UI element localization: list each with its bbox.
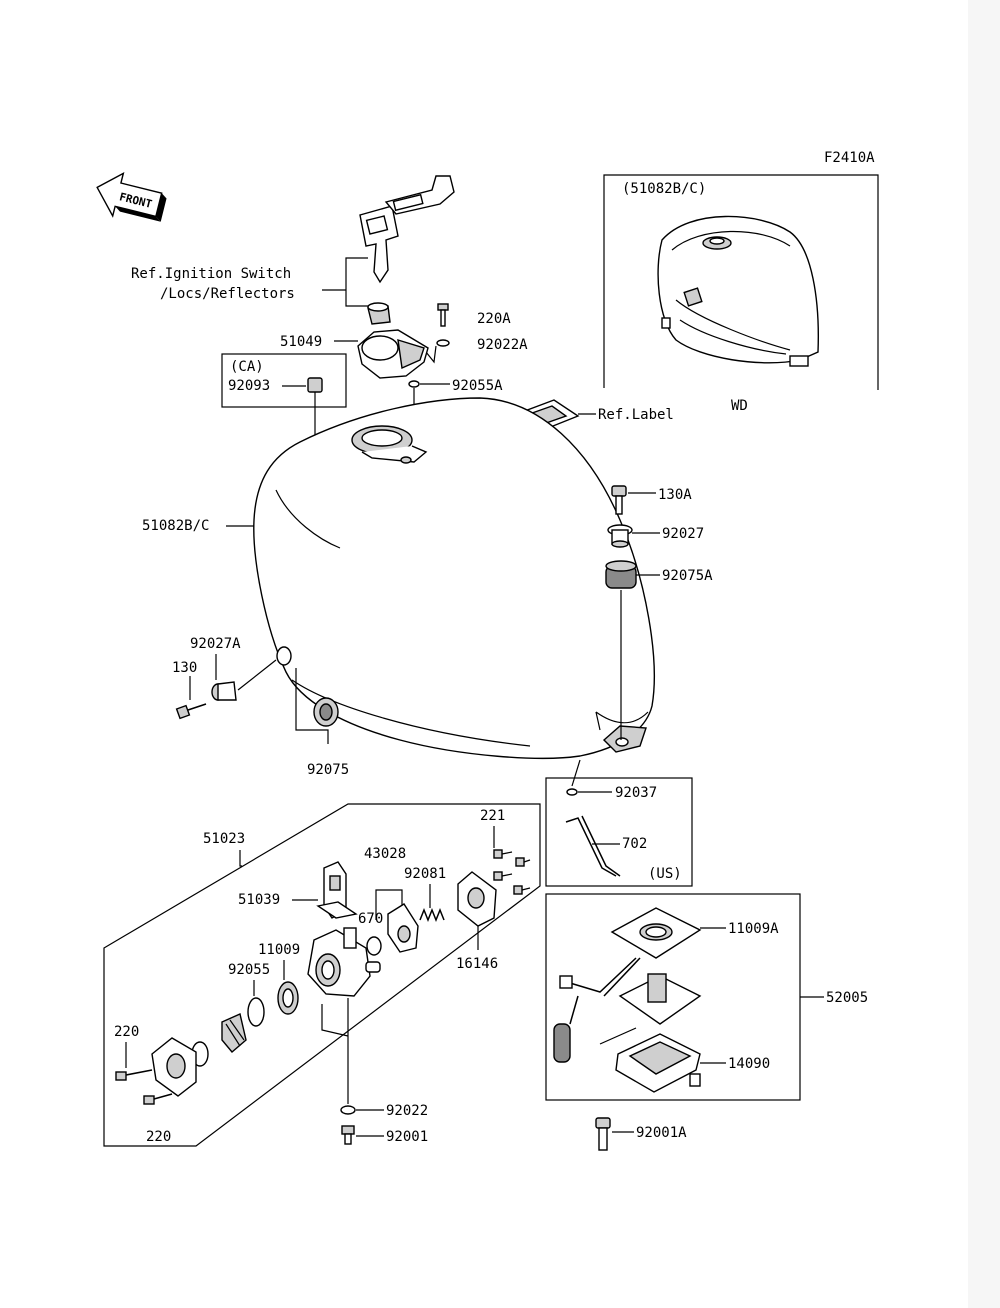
- label-16146: 16146: [456, 956, 498, 972]
- label-51082bc: 51082B/C: [142, 518, 209, 534]
- bolt-92001a: [595, 1117, 611, 1151]
- screw-220a: [437, 303, 449, 327]
- label-221: 221: [480, 808, 505, 824]
- label-us: (US): [648, 866, 682, 882]
- label-92022a: 92022A: [477, 337, 528, 353]
- label-92027a: 92027A: [190, 636, 241, 652]
- page-edge: [968, 0, 1000, 1308]
- label-92001a: 92001A: [636, 1125, 687, 1141]
- label-11009a: 11009A: [728, 921, 779, 937]
- bolt-130: [175, 703, 207, 720]
- label-92093: 92093: [228, 378, 270, 394]
- spring-92081: [419, 907, 445, 923]
- screws-220: [115, 1069, 173, 1105]
- cover-16146: [457, 871, 497, 927]
- us-box: [545, 777, 693, 887]
- label-43028: 43028: [364, 846, 406, 862]
- label-130: 130: [172, 660, 197, 676]
- ignition-key-icon: [359, 175, 455, 284]
- label-220-b: 220: [146, 1129, 171, 1145]
- washer-92022: [340, 1105, 356, 1115]
- inset-top-caption: WD: [731, 398, 748, 414]
- label-51023: 51023: [203, 831, 245, 847]
- label-52005: 52005: [826, 990, 868, 1006]
- key-plug: [367, 302, 391, 325]
- damper-92075a: [605, 560, 637, 589]
- label-14090: 14090: [728, 1056, 770, 1072]
- label-51049: 51049: [280, 334, 322, 350]
- fuel-cock-group-outline: [103, 803, 541, 1147]
- label-92022: 92022: [386, 1103, 428, 1119]
- fuel-tank-51082bc: [253, 397, 655, 759]
- label-92075a: 92075A: [662, 568, 713, 584]
- gasket-11009: [277, 981, 299, 1015]
- fuel-gauge-unit: [553, 957, 702, 1063]
- label-220-a: 220: [114, 1024, 139, 1040]
- ca-box: [221, 353, 347, 408]
- bolt-92093: [307, 377, 323, 404]
- bolt-130a: [611, 485, 627, 515]
- washer-92022a: [436, 339, 450, 347]
- ref-ignition-line2: /Locs/Reflectors: [160, 286, 295, 302]
- hose-702: [565, 815, 621, 877]
- collar-92027: [607, 524, 633, 548]
- label-130a: 130A: [658, 487, 692, 503]
- label-670: 670: [358, 911, 383, 927]
- label-11009: 11009: [258, 942, 300, 958]
- label-702: 702: [622, 836, 647, 852]
- bolt-92001: [341, 1125, 355, 1145]
- label-92027: 92027: [662, 526, 704, 542]
- label-92055: 92055: [228, 962, 270, 978]
- label-92081: 92081: [404, 866, 446, 882]
- label-92075: 92075: [307, 762, 349, 778]
- label-ca: (CA): [230, 359, 264, 375]
- cap-51049: [357, 329, 429, 379]
- front-arrow-icon: FRONT: [96, 171, 167, 222]
- clip-92037: [566, 788, 578, 796]
- gasket-11009a: [610, 907, 702, 959]
- o-ring-92055a: [408, 380, 420, 388]
- inset-wd-tank: (51082B/C) WD: [603, 174, 879, 414]
- o-ring-670: [366, 936, 382, 956]
- figure-code: F2410A: [824, 150, 875, 166]
- o-ring-92055: [247, 997, 265, 1027]
- screws-221: [493, 849, 531, 895]
- label-92055a: 92055A: [452, 378, 503, 394]
- label-220a: 220A: [477, 311, 511, 327]
- diaphragm-43028: [387, 903, 419, 953]
- fuel-cock-body: [307, 927, 381, 997]
- plate-220: [151, 1037, 197, 1097]
- label-92001: 92001: [386, 1129, 428, 1145]
- damper-92075: [313, 697, 339, 727]
- ref-ignition-line1: Ref.Ignition Switch: [131, 266, 291, 282]
- ref-label: Ref.Label: [598, 407, 674, 423]
- strainer: [221, 1013, 247, 1053]
- gasket-14090: [615, 1033, 701, 1093]
- inset-top-label: (51082B/C): [622, 181, 706, 197]
- label-51039: 51039: [238, 892, 280, 908]
- collar-92027a: [211, 681, 237, 701]
- label-92037: 92037: [615, 785, 657, 801]
- lever-51039: [316, 861, 358, 919]
